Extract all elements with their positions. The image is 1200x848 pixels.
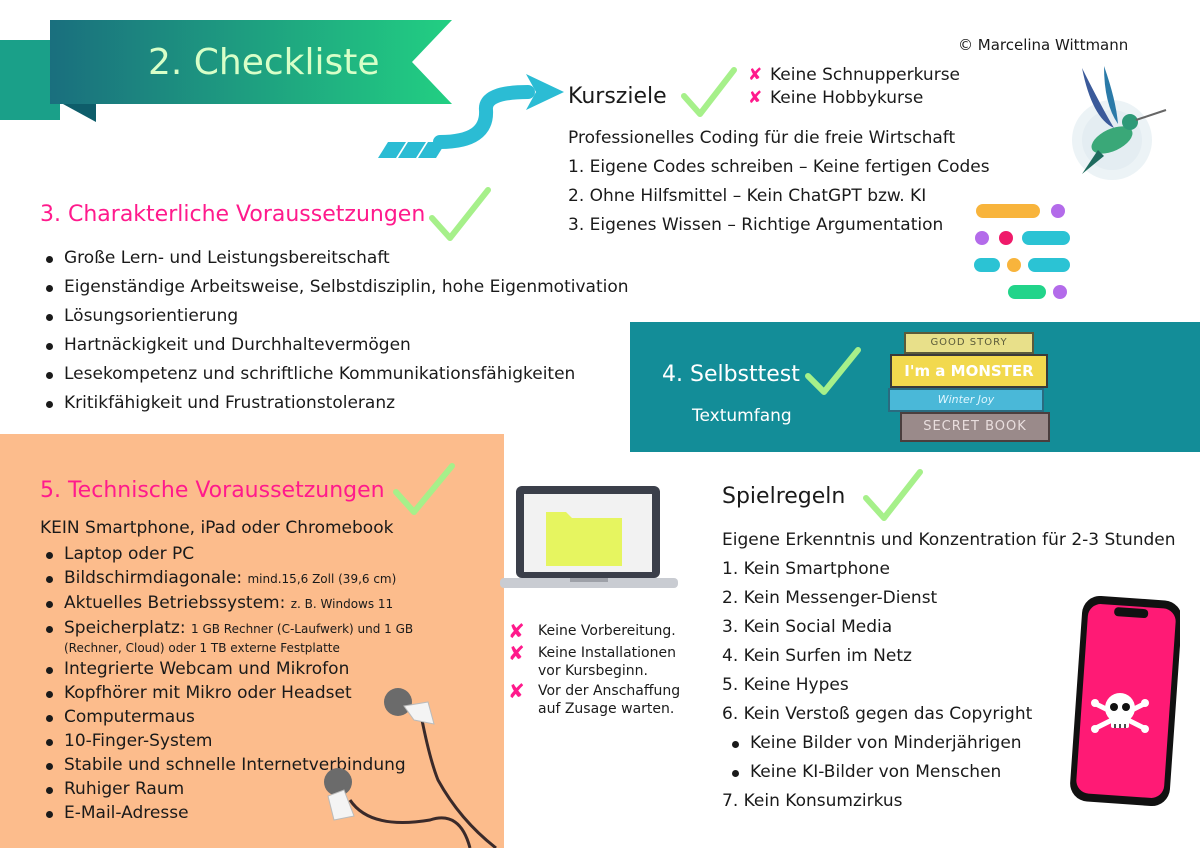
spielregeln-item: 6. Kein Verstoß gegen das Copyright [722, 704, 1033, 724]
kursziele-excluded-list: ✘Keine Schnupperkurse ✘Keine Hobbykurse [748, 64, 960, 110]
earphones-icon [324, 688, 497, 848]
x-mark-icon: ✘ [748, 88, 763, 108]
x-mark-icon: ✘ [508, 619, 525, 643]
section3-list: Große Lern- und Leistungsbereitschaft Ei… [40, 244, 629, 418]
excluded-item: ✘Keine Hobbykurse [748, 88, 924, 108]
section5-list: Laptop oder PC Bildschirmdiagonale: mind… [40, 542, 413, 825]
section4-subtitle: Textumfang [692, 406, 792, 426]
check-icon [681, 67, 737, 117]
spielregeln-item: 1. Kein Smartphone [722, 559, 890, 579]
book: SECRET BOOK [900, 412, 1050, 442]
spielregeln-item: 3. Kein Social Media [722, 617, 893, 637]
kursziele-body: Professionelles Coding für die freie Wir… [568, 124, 990, 240]
list-item: Bildschirmdiagonale: mind.15,6 Zoll (39,… [40, 566, 413, 591]
section5-intro: KEIN Smartphone, iPad oder Chromebook [40, 518, 394, 538]
spielregeln-title: Spielregeln [722, 484, 846, 509]
kursziele-item: 3. Eigenes Wissen – Richtige Argumentati… [568, 215, 944, 235]
list-item: Keine KI-Bilder von Menschen [726, 758, 1176, 787]
list-item: Eigenständige Arbeitsweise, Selbstdiszip… [40, 273, 629, 302]
check-icon [393, 463, 455, 515]
preparation-list: ✘ Keine Vorbereitung. ✘ Keine Installati… [508, 619, 681, 718]
code-lines-icon [974, 204, 1070, 299]
spielregeln-sublist: Keine Bilder von Minderjährigen Keine KI… [726, 729, 1176, 787]
section4-title: 4. Selbsttest [662, 362, 800, 387]
spielregeln-body: Eigene Erkenntnis und Konzentration für … [722, 526, 1176, 816]
kursziele-item: 1. Eigene Codes schreiben – Keine fertig… [568, 157, 990, 177]
list-item: Speicherplatz: 1 GB Rechner (C-Laufwerk)… [40, 616, 413, 657]
book: Winter Joy [888, 388, 1044, 412]
excluded-item: ✘Keine Schnupperkurse [748, 65, 961, 85]
kursziele-title: Kursziele [568, 84, 667, 109]
list-item: Computermaus [40, 705, 413, 729]
banner-title: 2. Checkliste [148, 42, 380, 83]
list-item: Keine Bilder von Minderjährigen [726, 729, 1176, 758]
list-item: Laptop oder PC [40, 542, 413, 566]
list-item: Lesekompetenz und schriftliche Kommunika… [40, 360, 629, 389]
banner-ribbon [0, 20, 452, 122]
list-item: Aktuelles Betriebssystem: z. B. Windows … [40, 591, 413, 616]
list-item: Kopfhörer mit Mikro oder Headset [40, 681, 413, 705]
kursziele-item: 2. Ohne Hilfsmittel – Kein ChatGPT bzw. … [568, 186, 927, 206]
list-item: E-Mail-Adresse [40, 801, 413, 825]
laptop-icon [500, 486, 678, 588]
arrow-icon [378, 74, 564, 158]
check-icon [863, 469, 923, 521]
list-item: Große Lern- und Leistungsbereitschaft [40, 244, 629, 273]
x-mark-icon: ✘ [748, 65, 763, 85]
list-item: Hartnäckigkeit und Durchhaltevermögen [40, 331, 629, 360]
spielregeln-item: 4. Kein Surfen im Netz [722, 646, 912, 666]
smartphone-icon [1070, 596, 1180, 807]
book-stack: GOOD STORY I'm a MONSTER Winter Joy SECR… [886, 332, 1056, 444]
list-item: Integrierte Webcam und Mikrofon [40, 657, 413, 681]
check-icon [805, 347, 861, 395]
x-mark-icon: ✘ [508, 679, 525, 703]
spielregeln-item: 2. Kein Messenger-Dienst [722, 588, 938, 608]
hummingbird-icon [1072, 66, 1167, 180]
preparation-item: ✘ Keine Installationen vor Kursbeginn. [508, 641, 676, 679]
copyright-text: © Marcelina Wittmann [958, 36, 1129, 54]
check-icon [429, 187, 491, 241]
list-item: Ruhiger Raum [40, 777, 413, 801]
x-mark-icon: ✘ [508, 641, 525, 665]
spielregeln-intro: Eigene Erkenntnis und Konzentration für … [722, 530, 1176, 550]
list-item: Lösungsorientierung [40, 302, 629, 331]
list-item: Kritikfähigkeit und Frustrationstoleranz [40, 389, 629, 418]
preparation-item: ✘ Vor der Anschaffung auf Zusage warten. [508, 679, 681, 717]
section3-title: 3. Charakterliche Voraussetzungen [40, 202, 426, 227]
preparation-item: ✘ Keine Vorbereitung. [508, 619, 676, 643]
list-item: Stabile und schnelle Internetverbindung [40, 753, 413, 777]
list-item: 10-Finger-System [40, 729, 413, 753]
book: I'm a MONSTER [890, 354, 1048, 388]
book: GOOD STORY [904, 332, 1034, 354]
spielregeln-item: 5. Keine Hypes [722, 675, 849, 695]
kursziele-subtitle: Professionelles Coding für die freie Wir… [568, 128, 956, 148]
spielregeln-item: 7. Kein Konsumzirkus [722, 791, 903, 811]
section5-title: 5. Technische Voraussetzungen [40, 478, 385, 503]
